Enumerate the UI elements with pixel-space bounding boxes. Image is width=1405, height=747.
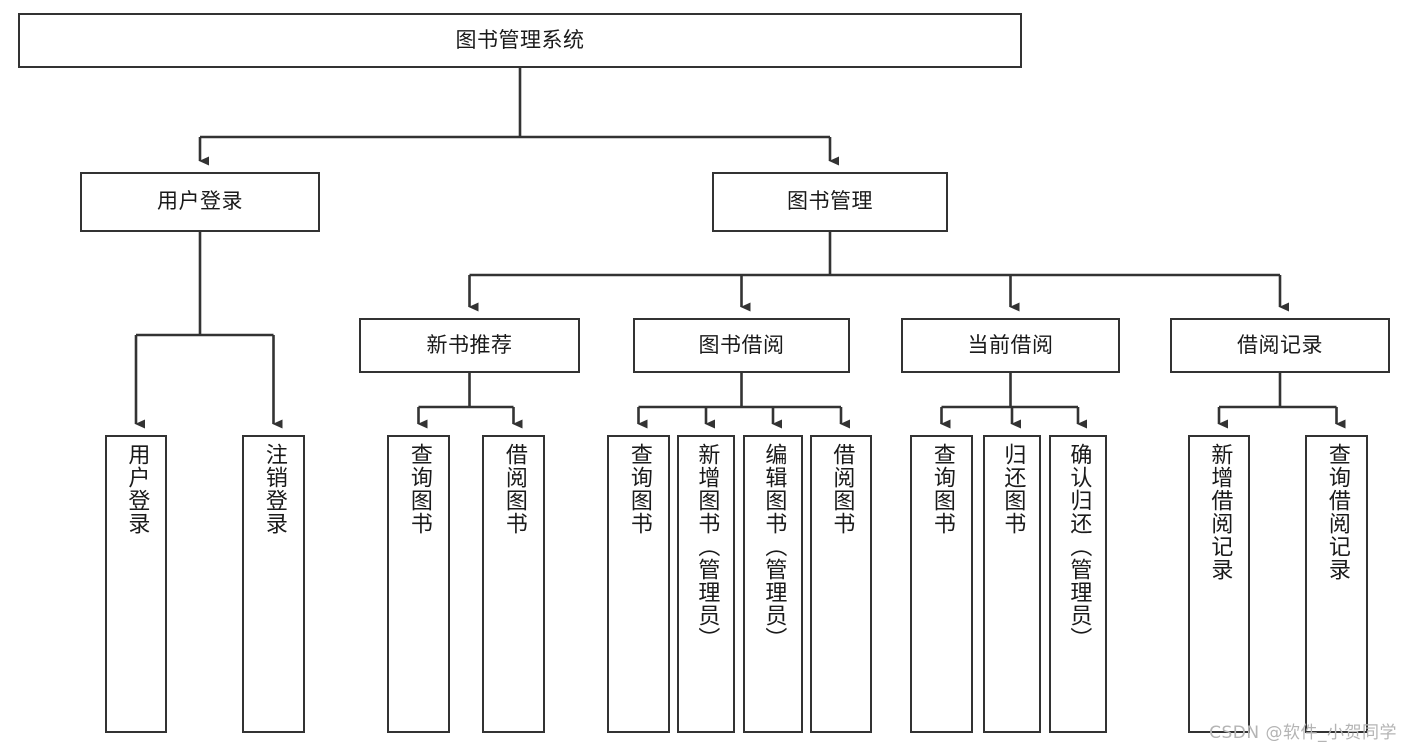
node-user-login[interactable]: 用户登录 [80, 172, 320, 232]
node-label: 归还图书 [1000, 443, 1026, 535]
node-leaf-add-rec[interactable]: 新增借阅记录 [1188, 435, 1250, 733]
node-book-borrow[interactable]: 图书借阅 [633, 318, 850, 373]
node-label: 新增借阅记录 [1207, 443, 1233, 581]
node-new-book-rec[interactable]: 新书推荐 [359, 318, 580, 373]
node-label: 用户登录 [124, 443, 150, 535]
node-label: 借阅图书 [829, 443, 855, 535]
node-leaf-confirm[interactable]: 确认归还（管理员） [1049, 435, 1107, 733]
node-label: 新增图书（管理员） [694, 443, 720, 650]
node-book-manage[interactable]: 图书管理 [712, 172, 948, 232]
node-current-borrow[interactable]: 当前借阅 [901, 318, 1120, 373]
node-label: 用户登录 [157, 189, 243, 214]
node-label: 当前借阅 [967, 332, 1054, 357]
node-leaf-borrow-1[interactable]: 借阅图书 [482, 435, 545, 733]
node-label: 查询图书 [406, 443, 432, 535]
node-label: 确认归还（管理员） [1066, 443, 1092, 650]
node-label: 查询借阅记录 [1324, 443, 1350, 581]
node-leaf-borrow-2[interactable]: 借阅图书 [810, 435, 872, 733]
node-root[interactable]: 图书管理系统 [18, 13, 1022, 68]
node-leaf-return[interactable]: 归还图书 [983, 435, 1041, 733]
node-label: 图书管理系统 [455, 27, 585, 52]
node-label: 查询图书 [929, 443, 955, 535]
node-leaf-user-login[interactable]: 用户登录 [105, 435, 167, 733]
node-leaf-query-2[interactable]: 查询图书 [607, 435, 670, 733]
node-leaf-query-1[interactable]: 查询图书 [387, 435, 450, 733]
csdn-watermark: CSDN @软件_小贺同学 [1209, 723, 1397, 743]
node-label: 编辑图书（管理员） [761, 443, 787, 650]
node-borrow-record[interactable]: 借阅记录 [1170, 318, 1390, 373]
node-label: 借阅记录 [1237, 332, 1323, 357]
node-label: 图书管理 [787, 189, 873, 214]
node-leaf-logout[interactable]: 注销登录 [242, 435, 305, 733]
node-leaf-edit-book[interactable]: 编辑图书（管理员） [743, 435, 803, 733]
node-leaf-add-book[interactable]: 新增图书（管理员） [677, 435, 735, 733]
node-label: 注销登录 [261, 443, 287, 535]
node-label: 图书借阅 [698, 332, 785, 357]
node-label: 新书推荐 [426, 332, 513, 357]
node-label: 借阅图书 [501, 443, 527, 535]
node-leaf-query-3[interactable]: 查询图书 [910, 435, 973, 733]
node-label: 查询图书 [626, 443, 652, 535]
node-leaf-query-rec[interactable]: 查询借阅记录 [1305, 435, 1368, 733]
